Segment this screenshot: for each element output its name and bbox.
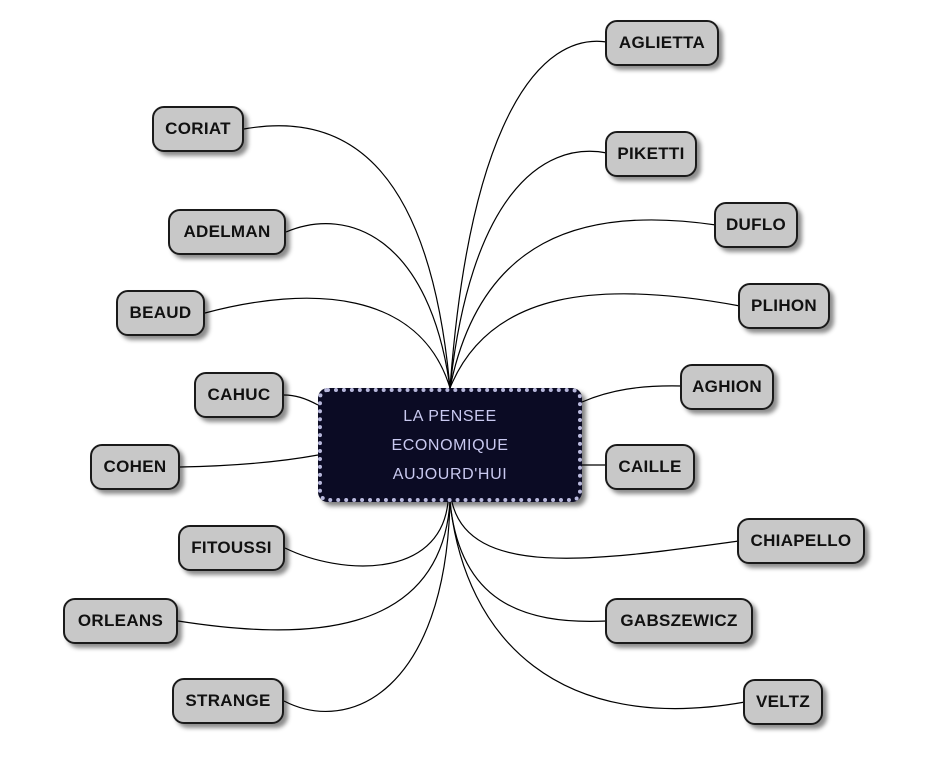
node-piketti[interactable]: PIKETTI bbox=[605, 131, 697, 177]
node-plihon[interactable]: PLIHON bbox=[738, 283, 830, 329]
link-gabszewicz bbox=[449, 501, 608, 622]
link-cahuc bbox=[283, 394, 319, 406]
node-aghion[interactable]: AGHION bbox=[680, 364, 774, 410]
node-beaud[interactable]: BEAUD bbox=[116, 290, 205, 336]
node-veltz[interactable]: VELTZ bbox=[743, 679, 823, 725]
node-aglietta[interactable]: AGLIETTA bbox=[605, 20, 719, 66]
node-caille[interactable]: CAILLE bbox=[605, 444, 695, 490]
link-aglietta bbox=[449, 40, 608, 389]
node-cohen[interactable]: COHEN bbox=[90, 444, 180, 490]
node-adelman[interactable]: ADELMAN bbox=[168, 209, 286, 255]
link-duflo bbox=[449, 219, 717, 389]
link-adelman bbox=[285, 223, 451, 389]
central-topic-line-1: LA PENSEE bbox=[403, 407, 497, 425]
link-plihon bbox=[449, 293, 741, 389]
link-beaud bbox=[204, 297, 451, 389]
link-aghion bbox=[581, 385, 683, 403]
central-topic-line-3: AUJOURD'HUI bbox=[392, 465, 508, 483]
node-chiapello[interactable]: CHIAPELLO bbox=[737, 518, 865, 564]
node-duflo[interactable]: DUFLO bbox=[714, 202, 798, 248]
node-strange[interactable]: STRANGE bbox=[172, 678, 284, 724]
link-fitoussi bbox=[284, 501, 449, 567]
link-piketti bbox=[449, 150, 608, 389]
node-coriat[interactable]: CORIAT bbox=[152, 106, 244, 152]
link-chiapello bbox=[451, 501, 740, 559]
central-topic-line-2: ECONOMIQUE bbox=[391, 436, 509, 454]
central-topic[interactable]: LA PENSEE ECONOMIQUE AUJOURD'HUI bbox=[318, 388, 582, 502]
link-cohen bbox=[179, 454, 319, 468]
node-cahuc[interactable]: CAHUC bbox=[194, 372, 284, 418]
link-strange bbox=[283, 501, 451, 713]
link-coriat bbox=[243, 125, 451, 389]
node-orleans[interactable]: ORLEANS bbox=[63, 598, 178, 644]
link-veltz bbox=[449, 501, 746, 710]
node-gabszewicz[interactable]: GABSZEWICZ bbox=[605, 598, 753, 644]
node-fitoussi[interactable]: FITOUSSI bbox=[178, 525, 285, 571]
link-orleans bbox=[177, 501, 451, 631]
